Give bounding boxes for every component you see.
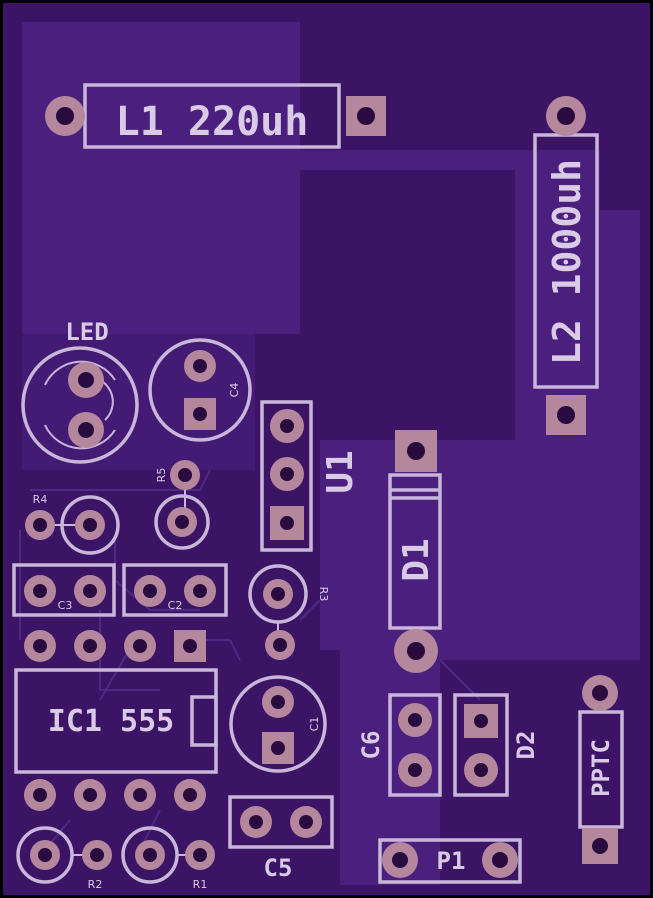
resistor-R4: R4 xyxy=(25,493,120,555)
label-PPTC: PPTC xyxy=(587,739,615,797)
resistor-R5: R5 xyxy=(154,460,210,550)
led: LED xyxy=(21,318,139,464)
capacitor-C4: C4 xyxy=(148,338,252,442)
label-C6: C6 xyxy=(357,731,385,760)
diode-D2: D2 xyxy=(453,693,540,797)
capacitor-C5: C5 xyxy=(228,795,334,882)
potentiometer-P1: P1 xyxy=(378,838,522,884)
regulator-U1: U1 xyxy=(260,400,361,552)
label-P1: P1 xyxy=(437,847,466,875)
capacitor-C6: C6 xyxy=(357,693,442,797)
label-D1: D1 xyxy=(396,538,437,581)
resistor-R2: R2 xyxy=(16,826,112,891)
label-C2: C2 xyxy=(168,599,183,612)
label-R1: R1 xyxy=(193,878,208,891)
label-C5: C5 xyxy=(264,854,293,882)
label-R2: R2 xyxy=(88,878,103,891)
label-R5: R5 xyxy=(155,468,168,483)
inductor-L1: L1 220uh xyxy=(45,83,386,149)
ic-IC1-555: IC1 555 xyxy=(14,630,218,811)
label-R4: R4 xyxy=(33,493,48,506)
capacitor-C1: C1 xyxy=(229,675,327,773)
label-U1: U1 xyxy=(320,450,361,493)
label-LED: LED xyxy=(65,318,108,346)
label-C3: C3 xyxy=(58,599,73,612)
label-L2: L2 1000uh xyxy=(545,159,589,365)
diode-D1: D1 xyxy=(388,430,442,673)
capacitor-C3: C3 xyxy=(12,563,116,617)
resistor-R1: R1 xyxy=(121,826,215,891)
label-L1: L1 220uh xyxy=(116,99,309,145)
label-C1: C1 xyxy=(308,717,321,732)
label-D2: D2 xyxy=(512,731,540,760)
label-IC1: IC1 555 xyxy=(48,704,174,739)
inductor-L2: L2 1000uh xyxy=(533,96,599,435)
resistor-R3: R3 xyxy=(248,564,330,660)
fuse-PPTC: PPTC xyxy=(578,675,624,864)
capacitor-C2: C2 xyxy=(122,563,228,617)
label-C4: C4 xyxy=(228,383,241,398)
label-R3: R3 xyxy=(317,587,330,602)
